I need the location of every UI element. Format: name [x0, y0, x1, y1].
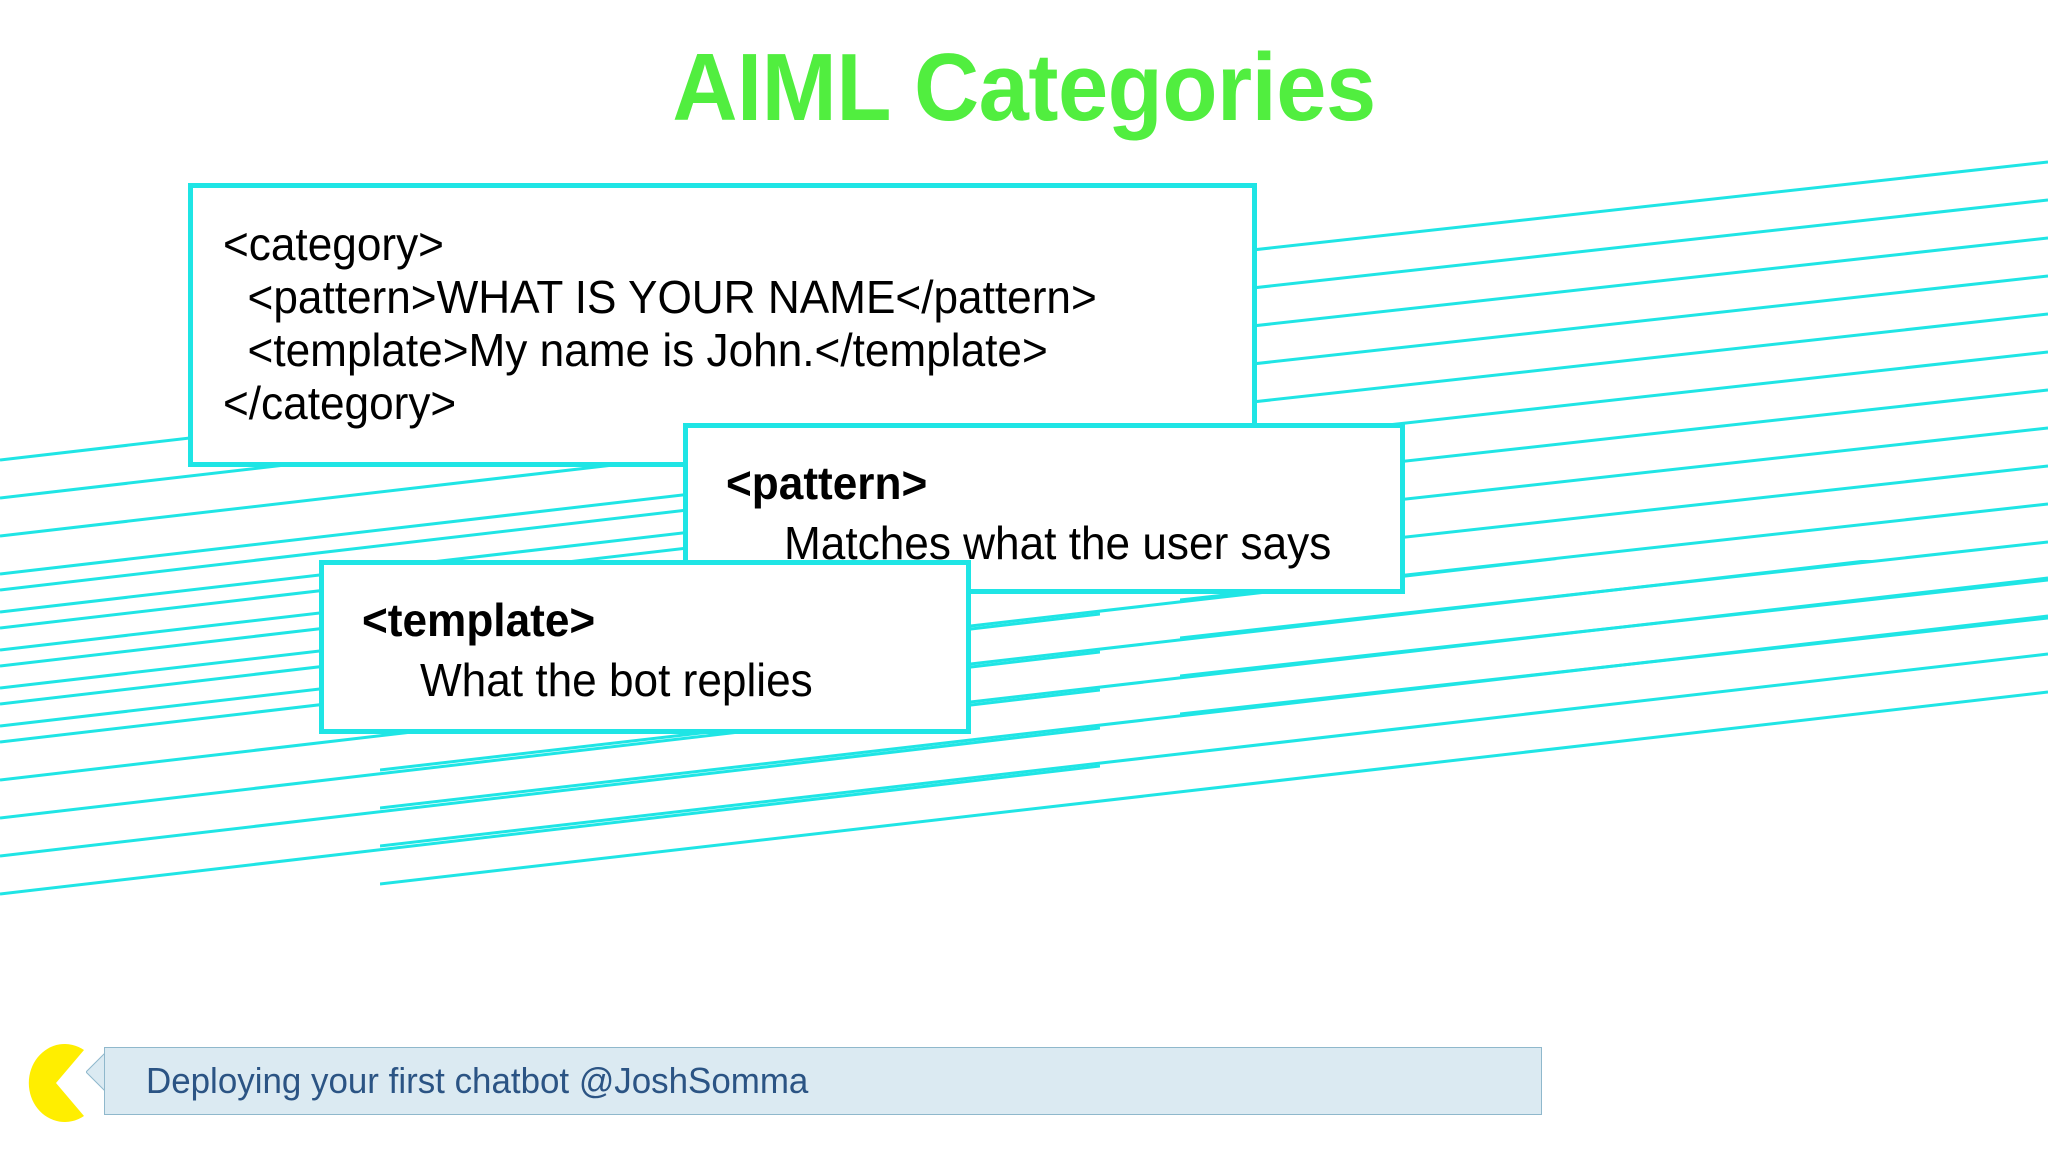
- footer-caption: Deploying your first chatbot @JoshSomma: [146, 1060, 809, 1101]
- pacman-icon: [26, 1044, 96, 1122]
- pattern-callout-heading: <pattern>: [726, 457, 928, 509]
- category-code-text: <category> <pattern>WHAT IS YOUR NAME</p…: [223, 218, 1097, 430]
- template-callout-box: <template> What the bot replies: [319, 560, 971, 734]
- footer-speech-bubble: [104, 1047, 1542, 1115]
- template-callout-heading: <template>: [362, 594, 596, 646]
- template-callout-description: What the bot replies: [420, 654, 813, 706]
- page-title: AIML Categories: [672, 34, 1376, 141]
